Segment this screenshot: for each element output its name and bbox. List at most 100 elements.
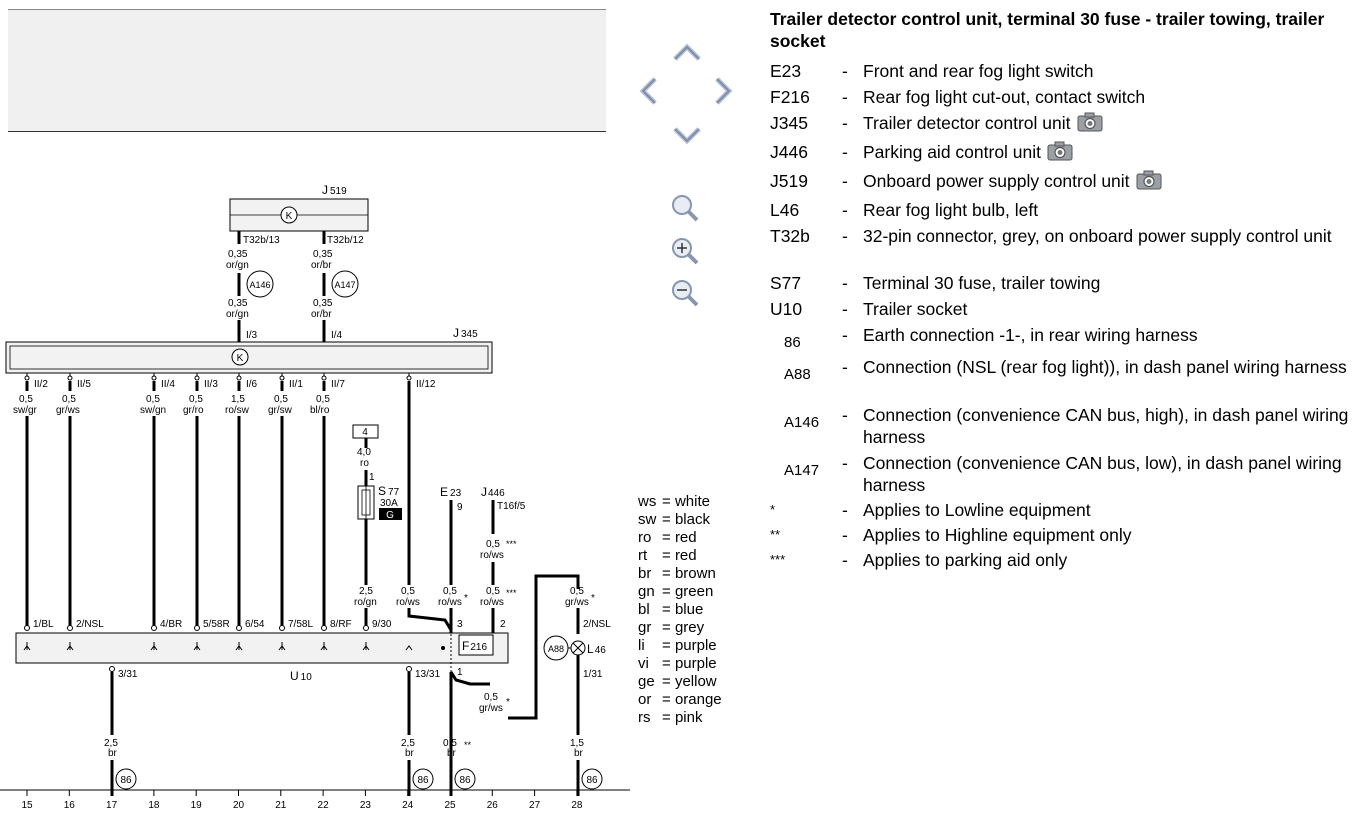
color-key-entry: rs= pink bbox=[638, 709, 703, 726]
svg-text:T32b/13: T32b/13 bbox=[243, 235, 280, 246]
legend-dash: - bbox=[842, 500, 848, 520]
legend-desc: Rear fog light cut-out, contact switch bbox=[863, 87, 1146, 107]
color-abbr: rs bbox=[638, 709, 651, 726]
chevron-down-icon[interactable] bbox=[670, 118, 704, 152]
ruler-number: 19 bbox=[191, 800, 203, 811]
svg-text:sw/gr: sw/gr bbox=[13, 405, 38, 416]
legend-code: A88 bbox=[784, 366, 811, 383]
legend-desc: Earth connection -1-, in rear wiring har… bbox=[863, 325, 1198, 345]
color-abbr: ws bbox=[638, 493, 657, 510]
legend-code: L46 bbox=[770, 200, 800, 220]
f216-label: F216 bbox=[462, 639, 487, 653]
chevron-left-icon[interactable] bbox=[632, 74, 666, 108]
svg-text:gr/ro: gr/ro bbox=[183, 405, 204, 416]
camera-icon[interactable] bbox=[1047, 141, 1073, 166]
legend-code: J519 bbox=[770, 171, 808, 191]
earth-connection-86 bbox=[412, 768, 434, 790]
zoom-fit-icon[interactable] bbox=[668, 191, 702, 225]
legend-desc: Rear fog light bulb, left bbox=[863, 200, 1039, 220]
chevron-up-icon[interactable] bbox=[670, 36, 704, 70]
legend-dash: - bbox=[842, 525, 848, 545]
earth-connection-86 bbox=[581, 768, 603, 790]
legend-code: *** bbox=[770, 552, 786, 567]
j519-can-symbol bbox=[280, 206, 298, 224]
svg-text:T32b/12: T32b/12 bbox=[327, 235, 364, 246]
legend-desc: 32-pin connector, grey, on onboard power… bbox=[863, 226, 1332, 246]
camera-icon[interactable] bbox=[1077, 112, 1103, 137]
svg-text:0,5: 0,5 bbox=[189, 394, 203, 405]
svg-text:or/gn: or/gn bbox=[226, 309, 249, 320]
color-name: blue bbox=[674, 601, 704, 618]
color-key-entry: rt= red bbox=[638, 547, 697, 564]
ruler-number: 24 bbox=[402, 800, 414, 811]
svg-text:0,5: 0,5 bbox=[443, 738, 457, 749]
svg-text:30A: 30A bbox=[380, 498, 398, 509]
color-abbr: rt bbox=[638, 547, 648, 564]
ruler-number: 18 bbox=[148, 800, 160, 811]
legend-code: T32b bbox=[770, 226, 810, 246]
svg-text:0,35: 0,35 bbox=[313, 249, 333, 260]
chevron-right-icon[interactable] bbox=[706, 74, 740, 108]
color-key-entry: ge= yellow bbox=[638, 673, 717, 690]
color-abbr: gn bbox=[638, 583, 655, 600]
image-header-panel bbox=[8, 9, 606, 132]
legend-desc: Terminal 30 fuse, trailer towing bbox=[863, 273, 1101, 293]
svg-text:or/br: or/br bbox=[311, 309, 332, 320]
ruler-number: 23 bbox=[360, 800, 372, 811]
svg-text:**: ** bbox=[464, 740, 472, 750]
svg-text:0,5: 0,5 bbox=[19, 394, 33, 405]
svg-text:bl/ro: bl/ro bbox=[310, 405, 330, 416]
color-key-entry: gr= grey bbox=[638, 619, 705, 636]
color-name: purple bbox=[674, 637, 717, 654]
earth-connection-86 bbox=[454, 768, 476, 790]
j345-pin-label: I/6 bbox=[246, 379, 258, 390]
ruler-number: 22 bbox=[318, 800, 330, 811]
svg-text:86: 86 bbox=[120, 775, 132, 786]
svg-text:or/br: or/br bbox=[311, 260, 332, 271]
l46-label: L46 bbox=[587, 642, 606, 656]
color-key-entry: gn= green bbox=[638, 583, 714, 600]
svg-text:ro/sw: ro/sw bbox=[225, 405, 250, 416]
legend-dash: - bbox=[842, 142, 848, 162]
svg-text:gr/ws: gr/ws bbox=[56, 405, 80, 416]
color-name: brown bbox=[674, 565, 716, 582]
legend-code: A146 bbox=[784, 414, 820, 431]
legend-desc: Applies to Highline equipment only bbox=[863, 525, 1132, 545]
color-abbr: sw bbox=[638, 511, 657, 528]
svg-text:0,5: 0,5 bbox=[316, 394, 330, 405]
ruler-number: 21 bbox=[275, 800, 287, 811]
j345-pin-label: II/3 bbox=[204, 379, 218, 390]
svg-text:1,5: 1,5 bbox=[231, 394, 245, 405]
u10-pin-label: 5/58R bbox=[203, 619, 230, 630]
svg-text:2,5: 2,5 bbox=[104, 738, 118, 749]
earth-pin-label: 3/31 bbox=[118, 669, 138, 680]
wire-f216-to-l46 bbox=[508, 574, 580, 720]
color-name: yellow bbox=[674, 673, 717, 690]
camera-icon[interactable] bbox=[1136, 170, 1162, 195]
svg-text:sw/gn: sw/gn bbox=[140, 405, 166, 416]
legend-title: Trailer detector control unit, terminal … bbox=[770, 9, 1325, 51]
color-name: purple bbox=[674, 655, 717, 672]
zoom-in-icon[interactable] bbox=[668, 234, 702, 268]
color-key-entry: vi= purple bbox=[638, 655, 717, 672]
legend-code: * bbox=[770, 502, 776, 517]
j345-pin-label: II/4 bbox=[161, 379, 175, 390]
svg-text:ro: ro bbox=[360, 458, 369, 469]
legend-dash: - bbox=[842, 405, 848, 425]
svg-text:3: 3 bbox=[457, 619, 463, 630]
svg-text:0,35: 0,35 bbox=[313, 298, 333, 309]
zoom-out-icon[interactable] bbox=[668, 276, 702, 310]
svg-text:9: 9 bbox=[457, 502, 463, 513]
color-name: white bbox=[674, 493, 710, 510]
color-name: green bbox=[674, 583, 714, 600]
svg-text:I/4: I/4 bbox=[331, 330, 343, 341]
svg-text:*: * bbox=[506, 697, 510, 708]
j345-can-symbol bbox=[231, 348, 249, 366]
switch-f216 bbox=[458, 634, 494, 656]
legend-code: 86 bbox=[784, 334, 801, 351]
svg-text:gr/ws: gr/ws bbox=[565, 597, 589, 608]
svg-text:0,5: 0,5 bbox=[62, 394, 76, 405]
legend-dash: - bbox=[842, 171, 848, 191]
